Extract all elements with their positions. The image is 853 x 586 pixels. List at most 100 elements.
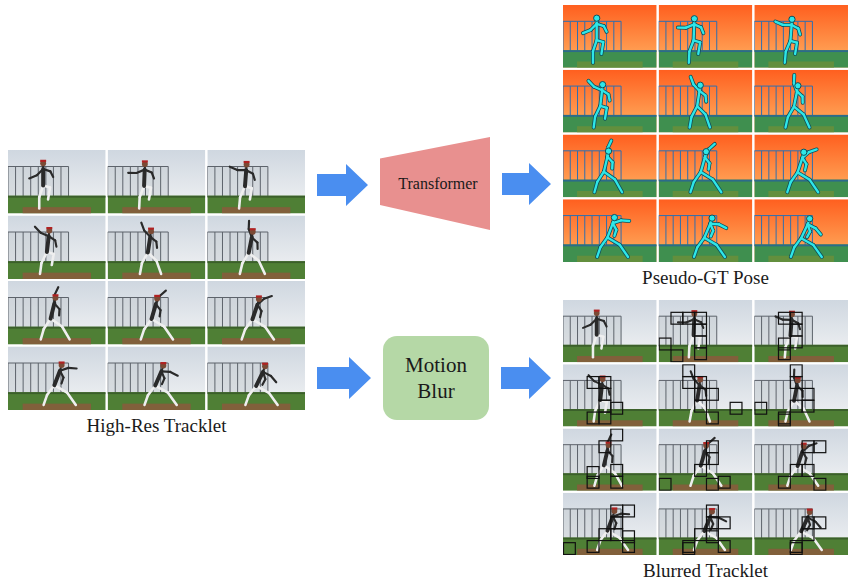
figure-line — [688, 346, 691, 357]
video-frame — [8, 281, 106, 345]
pitcher-head — [52, 295, 58, 301]
figure-line — [240, 263, 242, 274]
fence-pole — [776, 445, 777, 475]
frame-sky — [659, 70, 753, 133]
frame-grass-edge — [754, 473, 848, 475]
fence-pole — [694, 216, 695, 246]
fence-pole — [768, 316, 769, 346]
pitcher-head — [250, 229, 256, 235]
figure-line — [784, 52, 787, 63]
frame-mound — [122, 273, 190, 279]
figure-line — [611, 162, 614, 168]
fence-pole — [137, 363, 138, 393]
frame-grass-edge — [563, 345, 657, 347]
fence-rail — [754, 86, 812, 87]
fence-pole — [776, 216, 777, 246]
frame-grass — [108, 392, 206, 410]
figure-line — [594, 182, 597, 192]
frame-fence — [108, 298, 169, 328]
figure-line — [698, 42, 700, 54]
figure-line — [263, 372, 265, 379]
frame-grass — [207, 392, 305, 410]
fence-pole — [153, 167, 154, 197]
frame-sky — [754, 300, 848, 362]
frame-sky — [754, 364, 848, 426]
video-frame — [563, 493, 657, 555]
fence-pole — [8, 298, 9, 328]
figure-line — [605, 108, 607, 119]
frame-grass — [563, 473, 657, 490]
blur-patch — [706, 441, 718, 453]
fence-pole — [222, 298, 223, 328]
skeleton-head — [691, 16, 697, 22]
fence-pole — [687, 509, 688, 539]
figure-line — [783, 52, 788, 63]
pitcher-head — [262, 363, 268, 369]
figure-line — [709, 144, 715, 149]
figure-line — [697, 106, 705, 114]
figure-line — [160, 291, 166, 296]
fence-pole — [222, 232, 223, 262]
figure-line — [713, 180, 721, 193]
frame-sky — [563, 493, 657, 555]
pitcher-head — [46, 228, 52, 234]
fence-pole — [761, 21, 762, 51]
frame-sky — [563, 429, 657, 491]
fence-rail — [659, 380, 717, 381]
fence-pole — [665, 316, 666, 346]
fence-pole — [812, 316, 813, 346]
fence-pole — [130, 167, 131, 197]
blur-patch — [706, 505, 718, 517]
figure-line — [816, 228, 821, 234]
video-frame — [754, 300, 848, 362]
video-frame — [563, 135, 657, 198]
blur-patch — [802, 529, 814, 541]
figure-line — [607, 237, 619, 244]
blur-patch — [778, 414, 790, 426]
fence-pole — [776, 151, 777, 181]
fence-pole — [761, 216, 762, 246]
figure-line — [785, 117, 787, 127]
figure-line — [152, 304, 156, 319]
fence-pole — [592, 445, 593, 475]
figure-line — [250, 188, 252, 199]
fence-pole — [768, 216, 769, 246]
figure-line — [801, 97, 805, 103]
frame-sky — [659, 493, 753, 555]
figure-line — [594, 117, 595, 128]
pitcher-head — [40, 160, 46, 166]
figure-line — [237, 169, 246, 171]
blur-patch — [695, 312, 707, 324]
figure-line — [140, 263, 142, 274]
frame-grass — [563, 180, 657, 198]
figure-line — [786, 41, 791, 52]
blur-patch — [599, 400, 611, 412]
fence-pole — [709, 316, 710, 346]
frame-mound — [23, 273, 91, 279]
fence-pole — [776, 316, 777, 346]
figure-line — [252, 237, 258, 242]
fence-pole — [702, 316, 703, 346]
figure-line — [136, 170, 144, 173]
figure-line — [694, 247, 697, 257]
blur-patch — [790, 365, 802, 377]
blur-patch — [706, 412, 718, 424]
fence-pole — [754, 151, 755, 181]
frame-grass-edge — [659, 473, 753, 475]
frame-fence — [754, 445, 812, 475]
video-frame — [563, 199, 657, 262]
figure-line — [604, 172, 615, 180]
video-frame — [563, 300, 657, 362]
frame-sky — [754, 5, 848, 68]
frame-grass — [659, 345, 753, 362]
frame-sky — [563, 5, 657, 68]
figure-line — [595, 106, 600, 117]
fence-pole — [768, 380, 769, 410]
frame-fence — [659, 380, 717, 410]
fence-pole — [214, 232, 215, 262]
fence-pole — [805, 316, 806, 346]
fence-pole — [570, 86, 571, 116]
skeleton-head — [611, 214, 617, 220]
fence-pole — [38, 298, 39, 328]
fence-pole — [245, 363, 246, 393]
